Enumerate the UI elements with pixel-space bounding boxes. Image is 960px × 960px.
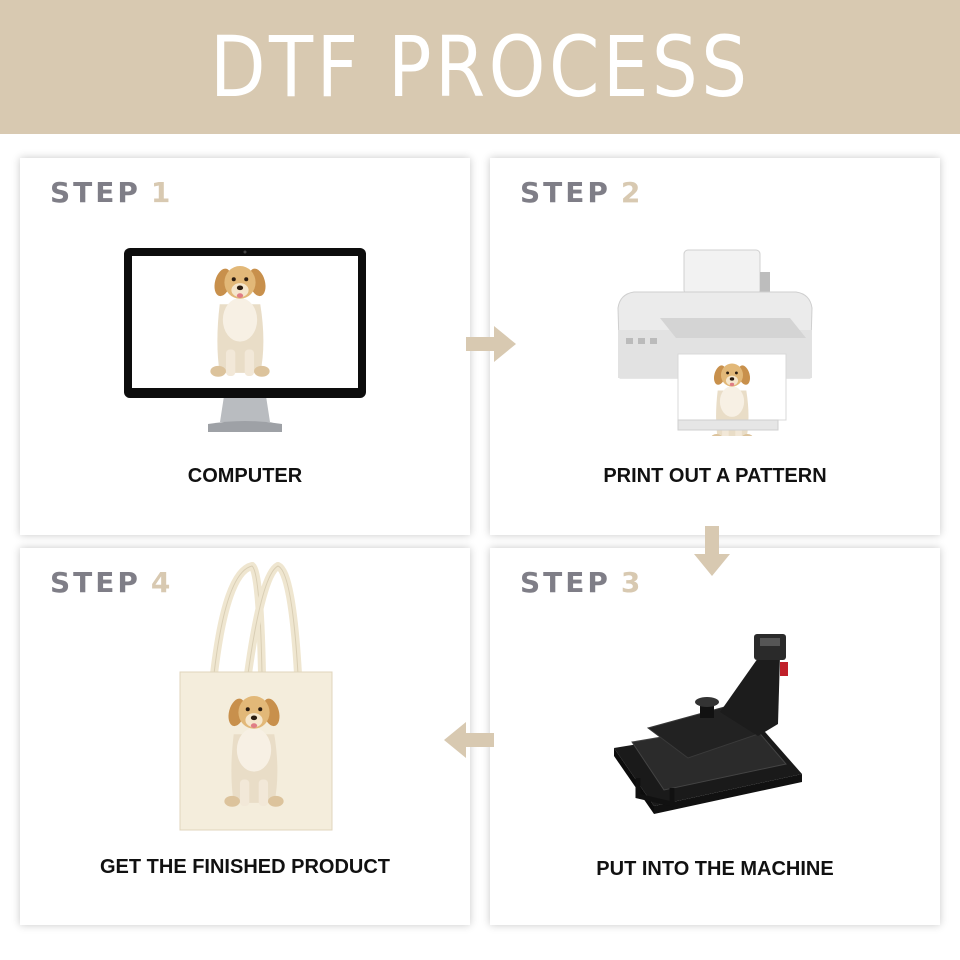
header-banner: DTF PROCESS (0, 0, 960, 134)
step-2-caption: PRINT OUT A PATTERN (603, 465, 827, 487)
arrow-down-icon (694, 526, 730, 576)
step-1-label: STEP 1 (50, 176, 173, 209)
step-1-caption: COMPUTER (187, 465, 303, 487)
tote-bag-icon (179, 562, 333, 831)
step-3-word: STEP (520, 566, 611, 599)
step-2-label: STEP 2 (520, 176, 643, 209)
step-4-number: 4 (150, 566, 174, 599)
step-4-caption: GET THE FINISHED PRODUCT (99, 856, 390, 878)
computer-monitor-icon (124, 248, 366, 432)
step-1-panel: STEP 1 COMPUTER (20, 158, 470, 535)
step-3-label: STEP 3 (520, 566, 643, 599)
step-1-word: STEP (50, 176, 141, 209)
printer-icon (617, 249, 813, 436)
step-3-number: 3 (620, 566, 644, 599)
step-4-panel: STEP 4 GET THE FINISHED PRODUCT (20, 548, 470, 925)
arrow-right-icon (466, 326, 516, 362)
step-2-word: STEP (520, 176, 611, 209)
step-2-panel: STEP 2 PRINT OUT A PATTERN (490, 158, 940, 535)
step-2-number: 2 (620, 176, 644, 209)
step-3-caption: PUT INTO THE MACHINE (596, 858, 834, 880)
heat-press-icon (614, 634, 802, 814)
step-1-number: 1 (150, 176, 174, 209)
step-4-word: STEP (50, 566, 141, 599)
step-3-panel: STEP 3 PUT INTO THE MACHINE (490, 548, 940, 925)
page-title: DTF PROCESS (209, 18, 751, 116)
step-4-label: STEP 4 (50, 566, 173, 599)
arrow-left-icon (444, 722, 494, 758)
